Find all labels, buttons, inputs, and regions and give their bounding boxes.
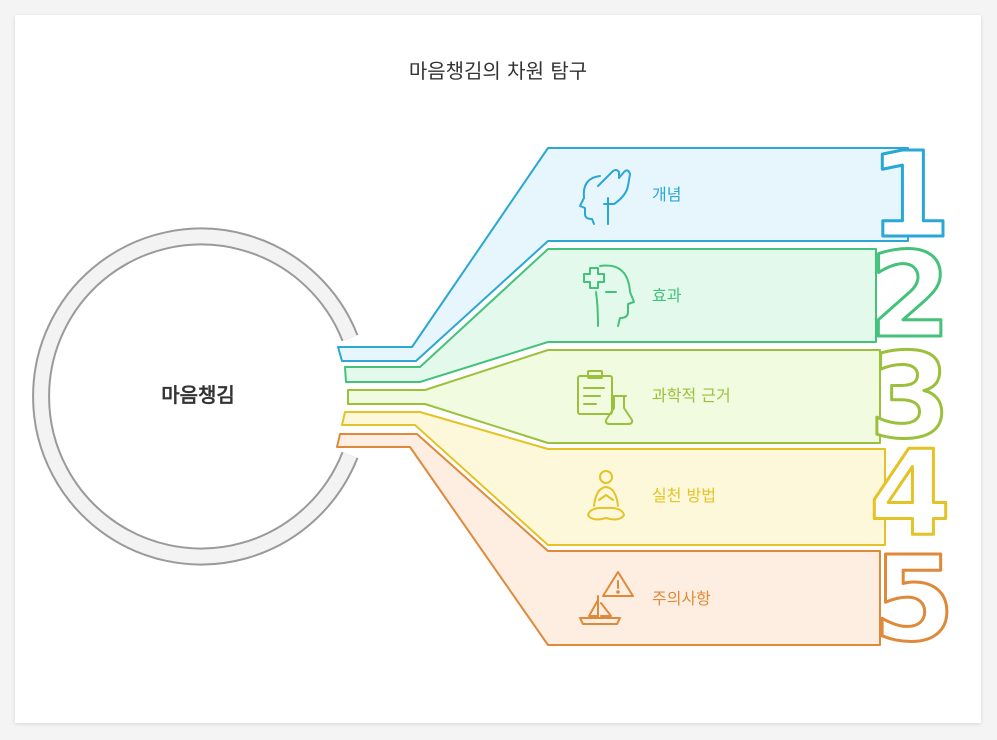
branch-5-number: 5 — [873, 530, 955, 668]
branch-4-label: 실천 방법 — [652, 486, 716, 505]
head-with-medical-cross-icon — [583, 264, 635, 327]
head-with-hand-icon — [579, 169, 631, 225]
branch-2: 2 효과 — [344, 225, 953, 383]
branch-2-number: 2 — [869, 226, 951, 364]
branch-1-number: 1 — [869, 126, 951, 264]
warning-sailboat-icon — [579, 571, 634, 625]
hub-ring — [32, 227, 359, 566]
branch-2-label: 효과 — [652, 286, 682, 305]
branch-3: 3 과학적 근거 — [347, 326, 953, 467]
meditating-person-icon — [587, 470, 625, 521]
clipboard-flask-icon — [577, 370, 634, 425]
diagram-title: 마음챙김의 차원 탐구 — [409, 59, 587, 83]
branch-1-label: 개념 — [652, 185, 681, 204]
branch-5: 5 주의사항 — [336, 433, 957, 670]
branch-4: 4 실천 방법 — [341, 411, 953, 564]
hub-label: 마음챙김 — [161, 383, 235, 407]
branch-1: 1 개념 — [337, 125, 953, 362]
branch-5-label: 주의사항 — [652, 589, 711, 608]
branch-4-number: 4 — [869, 424, 951, 562]
branch-3-label: 과학적 근거 — [652, 386, 731, 405]
branch-3-number: 3 — [869, 327, 951, 465]
